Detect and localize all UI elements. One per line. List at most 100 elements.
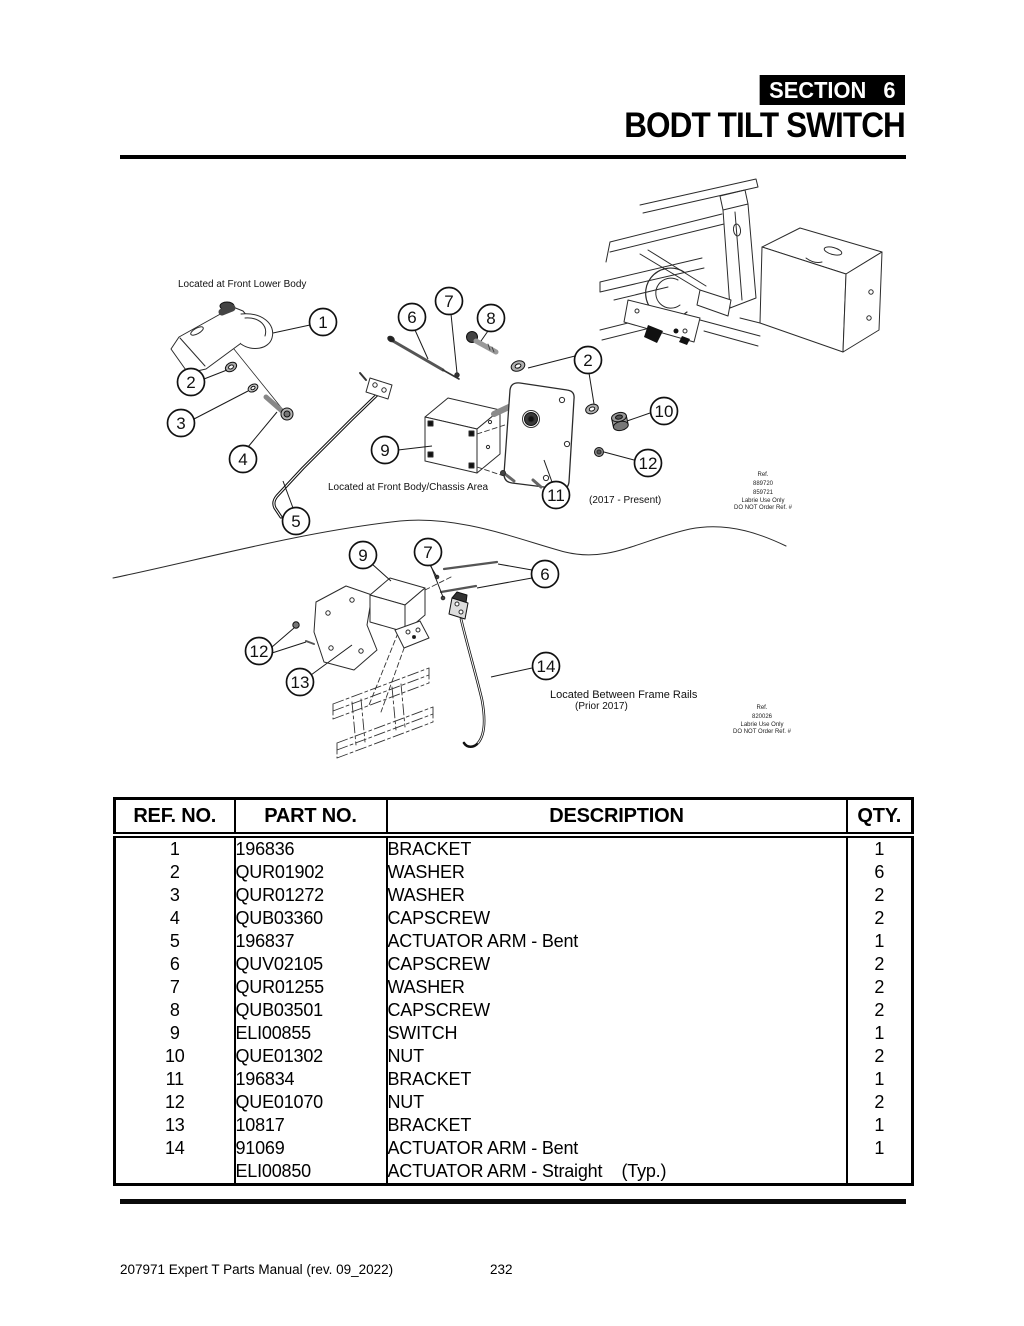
table-cell: CAPSCREW (385, 999, 847, 1022)
table-cell: WASHER (385, 976, 847, 999)
table-cell: 9 (169, 1023, 180, 1043)
callout-13: 13 (285, 667, 315, 697)
table-cell: 196834 (233, 1068, 387, 1091)
nut-12-upper (594, 447, 604, 457)
callouts: 1 2 3 4 5 6 7 8 2 10 9 12 11 9 7 6 12 13… (166, 286, 679, 697)
callout-number: 11 (547, 486, 565, 505)
ref-note-a: Ref. 889720 859721 Labrie Use Only DO NO… (734, 472, 793, 511)
callout-9-lower: 9 (348, 540, 378, 570)
ref-note-line: 859721 (753, 490, 774, 496)
table-cell: QUR01902 (233, 861, 387, 884)
callout-7: 7 (434, 286, 464, 316)
ref-note-line: Ref. (756, 705, 767, 711)
table-cell: 1 (845, 1137, 913, 1160)
table-cell: 2 (845, 976, 913, 999)
callout-number: 7 (444, 292, 453, 311)
table-cell: 11 (165, 1069, 184, 1089)
section-number: 6 (883, 76, 896, 103)
callout-6-lower: 6 (530, 559, 560, 589)
between-frame-rails-assembly (292, 560, 499, 759)
switch-9 (424, 397, 517, 474)
table-cell: 8 (169, 1000, 180, 1020)
header-part-no: PART NO. (233, 798, 387, 838)
front-lower-body-assembly (170, 301, 393, 519)
header-rule (120, 155, 906, 159)
table-cell: 2 (169, 862, 180, 882)
label-front-body-chassis: Located at Front Body/Chassis Area (328, 482, 489, 493)
callout-7-lower: 7 (413, 537, 443, 567)
washer-2a (510, 360, 526, 372)
callout-14: 14 (531, 651, 561, 681)
table-cell: QUR01255 (233, 976, 387, 999)
callout-12: 12 (633, 448, 663, 478)
switch-9-lower (369, 577, 430, 649)
capscrew-6 (387, 335, 460, 380)
header-ref-no: REF. NO. (114, 798, 235, 838)
page-title: BODT TILT SWITCH (624, 106, 906, 145)
capscrews-6-lower (434, 560, 499, 601)
callout-8: 8 (476, 303, 506, 333)
frame-rails (332, 667, 434, 759)
footer-page-number: 232 (490, 1262, 513, 1277)
ref-note-line: 889720 (753, 481, 774, 487)
callout-number: 3 (176, 414, 185, 433)
leader-lines (193, 313, 651, 678)
nut-12-lower (292, 621, 315, 645)
table-cell: QUB03360 (233, 907, 387, 930)
footer-manual-title: 207971 Expert T Parts Manual (rev. 09_20… (120, 1262, 394, 1277)
nut-10 (611, 411, 629, 432)
ref-note-line: DO NOT Order Ref. # (733, 729, 792, 735)
setscrew-7 (454, 372, 460, 378)
table-cell: QUV02105 (233, 953, 387, 976)
table-cell: 6 (845, 861, 913, 884)
table-cell: BRACKET (385, 1114, 847, 1137)
table-cell: 4 (169, 908, 180, 928)
callout-number: 2 (186, 373, 195, 392)
table-cell: ACTUATOR ARM - Straight (Typ.) (385, 1160, 847, 1185)
callout-number: 12 (250, 642, 269, 661)
table-cell (845, 1160, 913, 1185)
table-cell: QUE01070 (233, 1091, 387, 1114)
table-cell: 2 (845, 999, 913, 1022)
ref-note-line: Labrie Use Only (740, 722, 783, 728)
callout-10: 10 (649, 396, 679, 426)
table-cell: ACTUATOR ARM - Bent (385, 930, 847, 953)
table-cell: 196837 (233, 930, 387, 953)
table-cell: 1 (845, 1114, 913, 1137)
label-front-lower-body: Located at Front Lower Body (178, 279, 306, 290)
callout-number: 8 (486, 309, 495, 328)
callout-number: 4 (238, 450, 247, 469)
table-cell: SWITCH (385, 1022, 847, 1045)
table-cell: ELI00855 (233, 1022, 387, 1045)
callout-6: 6 (397, 302, 427, 332)
callout-11: 11 (541, 480, 571, 510)
table-cell: 1 (845, 1022, 913, 1045)
label-2017-present: (2017 - Present) (589, 495, 661, 506)
callout-number: 9 (380, 441, 389, 460)
table-cell: 12 (164, 1092, 185, 1112)
callout-number: 12 (639, 454, 658, 473)
chassis-illustration (599, 178, 883, 353)
table-cell: BRACKET (385, 1068, 847, 1091)
table-cell: NUT (385, 1045, 847, 1068)
table-cell: CAPSCREW (385, 907, 847, 930)
section-label: SECTION (769, 76, 867, 103)
table-cell: QUE01302 (233, 1045, 387, 1068)
table-cell: ACTUATOR ARM - Bent (385, 1137, 847, 1160)
table-cell: 1 (845, 835, 913, 861)
bracket-11-plate (500, 382, 575, 490)
table-cell: QUR01272 (233, 884, 387, 907)
